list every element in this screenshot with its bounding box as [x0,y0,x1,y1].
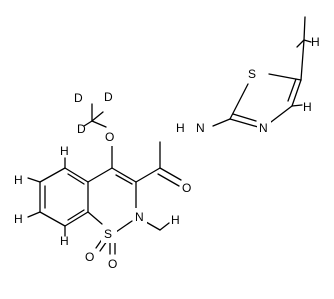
bond [232,113,257,122]
atom-label-h-n-methyl: H [171,213,180,227]
bond [229,83,249,120]
atom-label-o-carbonyl: O [182,181,191,195]
bond [145,221,161,231]
bond [159,167,182,181]
atom-label-s-thiazole: S [248,67,256,81]
bond [64,167,89,183]
atom-label-h-amide: H [176,121,185,135]
atom-label-s-sulfonyl: S [104,227,112,241]
bond [91,120,107,128]
bond [135,167,161,183]
atom-label-n-ring: N [135,210,144,224]
bond [67,209,85,221]
bond [83,120,93,127]
bond [39,167,66,183]
atom-labels: O D D D H N O S N H H H H H H S O O N H [14,35,320,271]
atom-label-n-amide: N [196,121,205,135]
atom-label-h-thiazole: H [303,100,312,114]
atom-label-n-thiazole: N [259,121,268,135]
bond [303,39,312,43]
bond [87,211,103,225]
bond [296,39,305,48]
bond [229,118,259,128]
atom-label-h-aryl-left2: H [14,212,23,226]
bond [115,220,133,233]
atom-label-o-sulfonyl-left: O [85,250,94,264]
bond [87,167,113,183]
atom-label-d1: D [74,91,83,105]
atom-label-d3: D [77,122,86,136]
bond-lines [27,16,312,255]
bond [67,173,85,185]
bond [270,105,293,123]
atom-label-o-methoxy: O [105,130,114,144]
bond [39,211,66,227]
atom-label-o-sulfonyl-bottom: O [108,257,117,271]
bond [291,104,303,107]
atom-label-h-aryl-bottom: H [60,234,69,248]
bond [157,173,180,187]
bond [27,177,41,183]
bond [111,167,137,183]
bond [287,78,297,102]
bond [268,73,302,81]
atom-label-h-aryl-left1: H [14,173,23,187]
bond [159,222,170,231]
bond [115,174,133,185]
atom-label-h-aryl-top: H [60,144,69,158]
atom-label-d2: D [104,90,113,104]
bond [291,79,302,107]
bond [212,118,231,127]
bond [27,211,41,218]
bond [300,39,305,81]
bond [303,16,306,41]
bond [91,111,104,122]
atom-label-h-thiazole-methyl: H [311,35,320,49]
bond [64,211,89,227]
